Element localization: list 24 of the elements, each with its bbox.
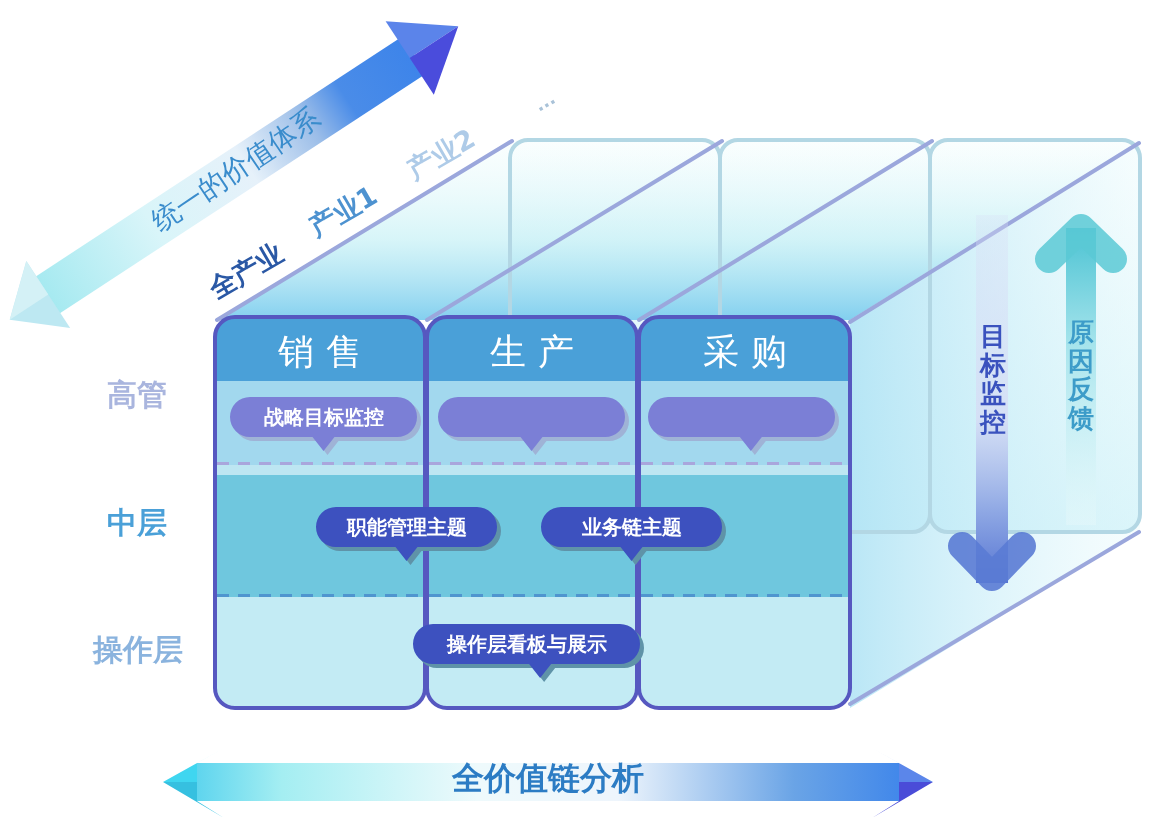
speech-bubble	[438, 397, 630, 455]
bubble-text: 职能管理主题	[346, 515, 467, 539]
arrow-label: 原因反馈	[1068, 318, 1094, 433]
row-label: 高管	[107, 377, 167, 413]
axis-label: 全产业	[203, 237, 289, 305]
axis-label: 产业2	[401, 122, 481, 186]
arrow-label: 目标监控	[980, 322, 1006, 437]
arrow-label: 全价值链分析	[452, 759, 644, 797]
column-title: 销售	[277, 331, 374, 373]
bubble-text: 操作层看板与展示	[446, 632, 607, 656]
speech-bubble	[230, 397, 422, 455]
column-panel	[213, 315, 427, 710]
speech-bubble	[541, 507, 727, 565]
row-label: 中层	[107, 505, 167, 541]
row-label: 操作层	[93, 632, 183, 668]
bubble-text: 业务链主题	[581, 515, 682, 539]
column-title: 生产	[489, 331, 586, 373]
column-title: 采购	[701, 331, 799, 373]
ellipsis-label: ...	[530, 87, 560, 117]
speech-bubble	[316, 507, 502, 565]
speech-bubble	[648, 397, 840, 455]
bubble-text: 战略目标监控	[263, 405, 384, 429]
axis-label: 产业1	[303, 179, 383, 243]
speech-bubble	[413, 624, 645, 682]
